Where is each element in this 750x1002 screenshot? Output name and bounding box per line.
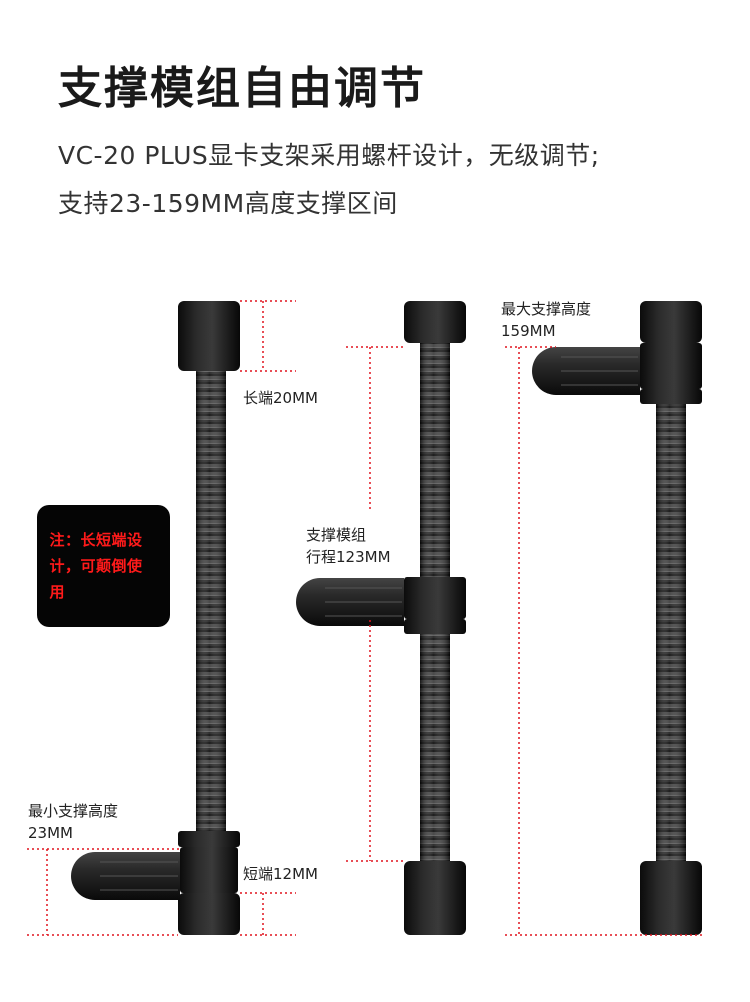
top-cap <box>640 301 702 343</box>
support-module-block <box>404 577 466 619</box>
top-cap <box>404 301 466 343</box>
module-ring <box>404 619 466 634</box>
top-cap <box>178 301 240 371</box>
stand-middle <box>296 301 466 935</box>
stand-right <box>532 301 702 935</box>
bottom-cap <box>404 861 466 935</box>
dimension-lines <box>27 300 702 936</box>
module-travel-label-line-1: 支撑模组 <box>306 526 367 544</box>
stand-left <box>71 301 240 935</box>
note-text: 注：长短端设计，可颠倒使用 <box>49 531 143 601</box>
max-height-label-line-2: 159MM <box>501 322 556 340</box>
min-height-label-line-1: 最小支撑高度 <box>28 802 119 820</box>
module-ring <box>178 831 240 847</box>
subtitle-line-2: 支持23-159MM高度支撑区间 <box>58 189 398 218</box>
module-ring <box>640 389 702 404</box>
bottom-cap <box>640 861 702 935</box>
support-module-block <box>180 847 238 893</box>
module-travel-label-line-2: 行程123MM <box>306 548 391 566</box>
subtitle-line-1: VC-20 PLUS显卡支架采用螺杆设计，无级调节; <box>58 141 600 170</box>
long-end-label: 长端20MM <box>243 389 318 407</box>
max-height-label-line-1: 最大支撑高度 <box>501 300 592 318</box>
min-height-label-line-2: 23MM <box>28 824 73 842</box>
note-box: 注：长短端设计，可颠倒使用 <box>37 505 170 627</box>
bottom-cap <box>178 893 240 935</box>
page-title: 支撑模组自由调节 <box>58 63 426 114</box>
support-module-block <box>640 343 702 389</box>
short-end-label: 短端12MM <box>243 865 318 883</box>
